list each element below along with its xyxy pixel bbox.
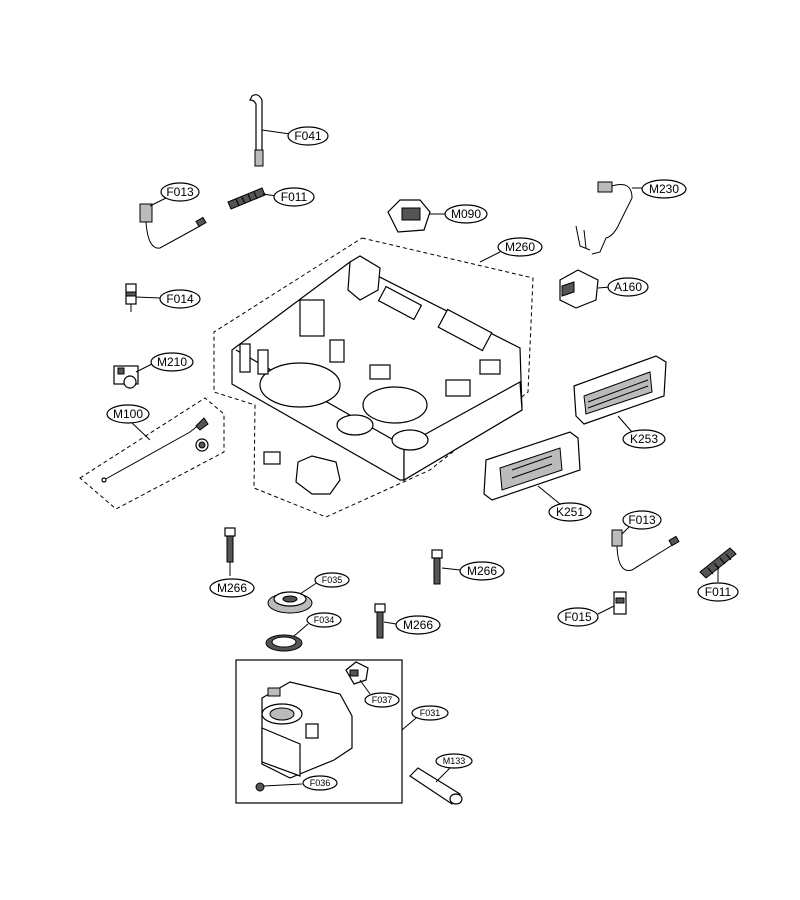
valve-m210-part — [113, 365, 139, 389]
callout-m090: M090 — [444, 204, 488, 224]
callout-m266-mid: M266 — [459, 561, 505, 581]
harness-m230-part — [575, 181, 633, 255]
svg-text:F011: F011 — [281, 190, 308, 204]
svg-text:F034: F034 — [314, 615, 335, 625]
callout-f041: F041 — [287, 126, 329, 146]
panel-k253-part — [573, 355, 667, 425]
base-m260-part — [231, 255, 523, 482]
callout-m100: M100 — [106, 404, 150, 424]
sensor-f013-right-part — [611, 529, 680, 571]
gasket-pad-part — [263, 451, 281, 465]
svg-text:K251: K251 — [556, 505, 584, 519]
callout-f037: F037 — [364, 692, 400, 708]
pump-m090-part — [387, 199, 431, 233]
dispenser-assembly-box — [235, 659, 403, 804]
callout-f034: F034 — [306, 612, 342, 628]
callout-f036: F036 — [302, 775, 338, 791]
callout-f013-top: F013 — [160, 182, 200, 202]
callout-m266-lower: M266 — [395, 615, 441, 635]
svg-text:F013: F013 — [628, 513, 656, 527]
dispenser-f031-part — [261, 681, 353, 779]
sensor-f013-top-part — [139, 203, 207, 249]
callout-f011-top: F011 — [273, 187, 315, 207]
svg-text:F037: F037 — [372, 695, 393, 705]
callout-a160: A160 — [607, 277, 649, 297]
valve-f015-part — [613, 591, 627, 615]
callout-f031: F031 — [411, 705, 449, 721]
spring-f011-top-part — [227, 187, 266, 210]
ring-f034-part — [265, 634, 303, 652]
svg-text:F015: F015 — [564, 610, 592, 624]
svg-text:F035: F035 — [322, 575, 343, 585]
callout-m230: M230 — [641, 179, 687, 199]
bolt-m266-mid-part — [431, 549, 443, 585]
bolt-m266-lower-part — [374, 603, 386, 639]
svg-text:F036: F036 — [310, 778, 331, 788]
svg-text:K253: K253 — [630, 432, 658, 446]
spring-f011-right-part — [699, 547, 737, 579]
svg-text:M266: M266 — [403, 618, 433, 632]
module-a160-part — [559, 269, 599, 309]
base-assembly-group-outline — [213, 237, 534, 518]
callout-f035: F035 — [314, 572, 350, 588]
tube-m133-part — [409, 767, 463, 805]
callout-f014: F014 — [159, 289, 201, 309]
panel-k251-part — [483, 431, 581, 501]
callout-f013-right: F013 — [622, 510, 662, 530]
seal-plate-part — [295, 455, 341, 495]
valve-f014-part — [125, 283, 137, 312]
svg-text:M090: M090 — [451, 207, 481, 221]
callout-k253: K253 — [622, 429, 666, 449]
callout-f011-right: F011 — [697, 582, 739, 602]
svg-text:F041: F041 — [294, 129, 322, 143]
svg-text:M230: M230 — [649, 182, 679, 196]
callout-m266-left: M266 — [209, 578, 255, 598]
svg-text:A160: A160 — [614, 280, 642, 294]
callout-m210: M210 — [150, 352, 194, 372]
cap-f035-part — [267, 591, 313, 614]
svg-text:M133: M133 — [443, 756, 466, 766]
svg-text:M260: M260 — [505, 240, 535, 254]
hose-f041-part — [249, 94, 264, 167]
svg-text:M266: M266 — [217, 581, 247, 595]
callout-k251: K251 — [548, 502, 592, 522]
callout-m133: M133 — [435, 753, 473, 769]
cable-m100-part — [101, 417, 209, 483]
callout-f015: F015 — [557, 607, 599, 627]
svg-text:M210: M210 — [157, 355, 187, 369]
svg-text:M100: M100 — [113, 407, 143, 421]
svg-text:F014: F014 — [166, 292, 194, 306]
valve-f037-part — [345, 661, 369, 685]
screw-f036-part — [255, 782, 265, 792]
sensor-cable-group-outline — [79, 397, 225, 510]
bolt-m266-left-part — [224, 527, 236, 563]
svg-text:F013: F013 — [166, 185, 194, 199]
callout-m260: M260 — [497, 237, 543, 257]
svg-text:F011: F011 — [705, 585, 732, 599]
svg-text:M266: M266 — [467, 564, 497, 578]
svg-text:F031: F031 — [420, 708, 441, 718]
